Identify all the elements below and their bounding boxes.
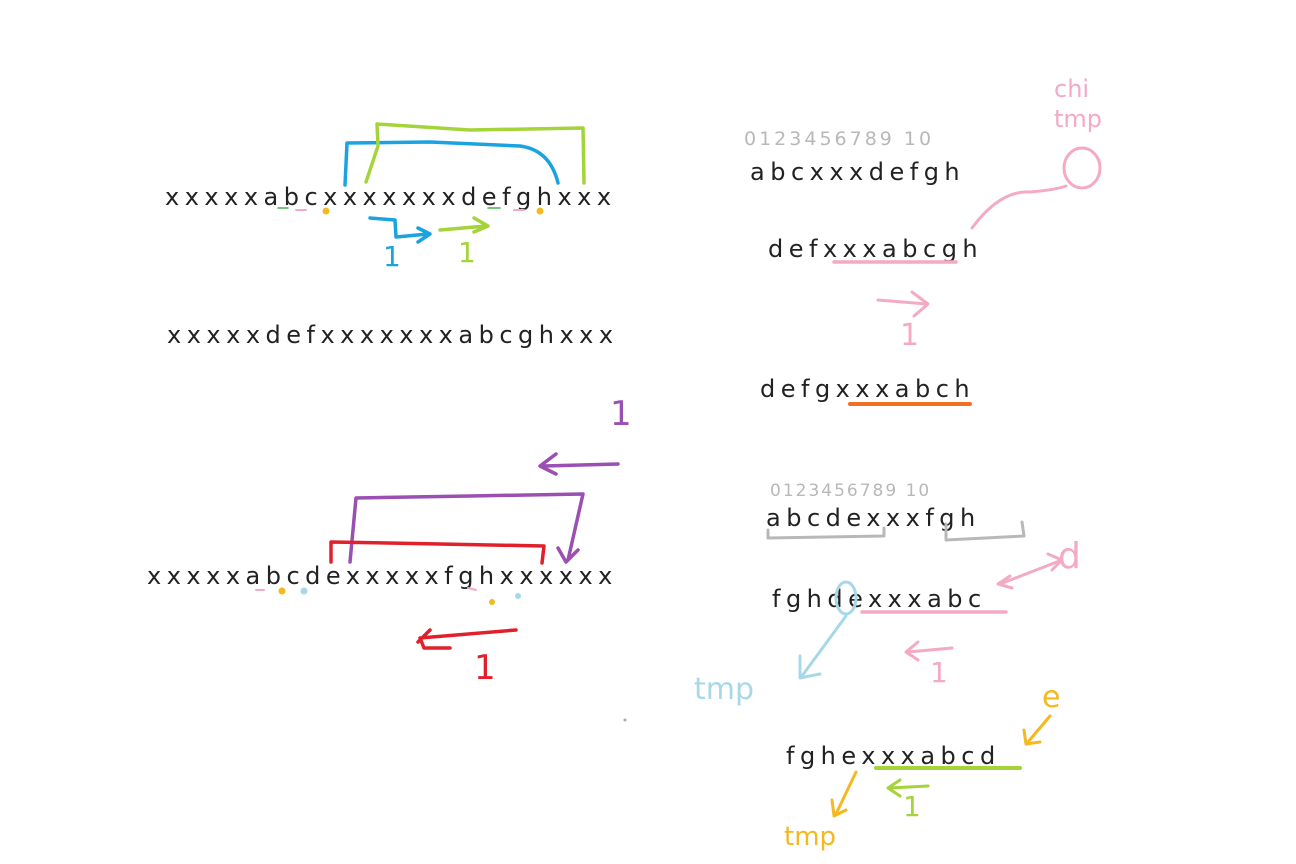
green-one-label: 1 bbox=[458, 236, 476, 269]
pink-arrow-top bbox=[876, 290, 930, 318]
red-one-label: 1 bbox=[474, 648, 496, 688]
green-arrow bbox=[438, 216, 490, 234]
d-pink-label: d bbox=[1058, 536, 1081, 577]
tmp-yellow-label: tmp bbox=[784, 822, 837, 852]
red-bracket bbox=[329, 540, 546, 565]
green-one-label-bottom: 1 bbox=[903, 790, 921, 823]
red-arrow bbox=[416, 628, 518, 650]
pink-one-label-bottom: 1 bbox=[930, 656, 948, 689]
left-row-1: xxxxxabcxxxxxxxdefghxxx bbox=[165, 183, 617, 211]
right-bottom-line-3: fghexxxabcd bbox=[786, 742, 1001, 770]
purple-bracket bbox=[348, 492, 585, 564]
left-row-2: xxxxxdefxxxxxxxabcghxxx bbox=[167, 321, 619, 349]
blue-arrow bbox=[368, 216, 432, 244]
purple-arrow bbox=[538, 452, 620, 476]
right-bottom-line-1: abcdexxxfgh bbox=[766, 504, 981, 532]
left-row-3: xxxxxabcdexxxxxfghxxxxxx bbox=[147, 562, 618, 590]
right-top-line-3: defgxxxabch bbox=[760, 375, 976, 403]
blue-one-label: 1 bbox=[383, 240, 401, 273]
pink-one-label-top: 1 bbox=[900, 318, 920, 353]
green-bracket bbox=[364, 122, 586, 185]
right-top-line-1: abcxxxdefgh bbox=[750, 158, 966, 186]
right-bottom-indices: 0123456789 10 bbox=[770, 481, 932, 501]
chi-tmp-note: chi tmp bbox=[1054, 75, 1103, 133]
right-bottom-line-2: fghdexxxabc bbox=[772, 585, 987, 613]
right-top-indices: 0123456789 10 bbox=[744, 128, 935, 150]
purple-one-label: 1 bbox=[610, 394, 632, 434]
e-yellow-label: e bbox=[1042, 680, 1061, 715]
blue-bracket bbox=[343, 140, 560, 187]
tmp-blue-label: tmp bbox=[694, 672, 755, 707]
right-top-line-2: defxxxabcgh bbox=[768, 235, 984, 263]
